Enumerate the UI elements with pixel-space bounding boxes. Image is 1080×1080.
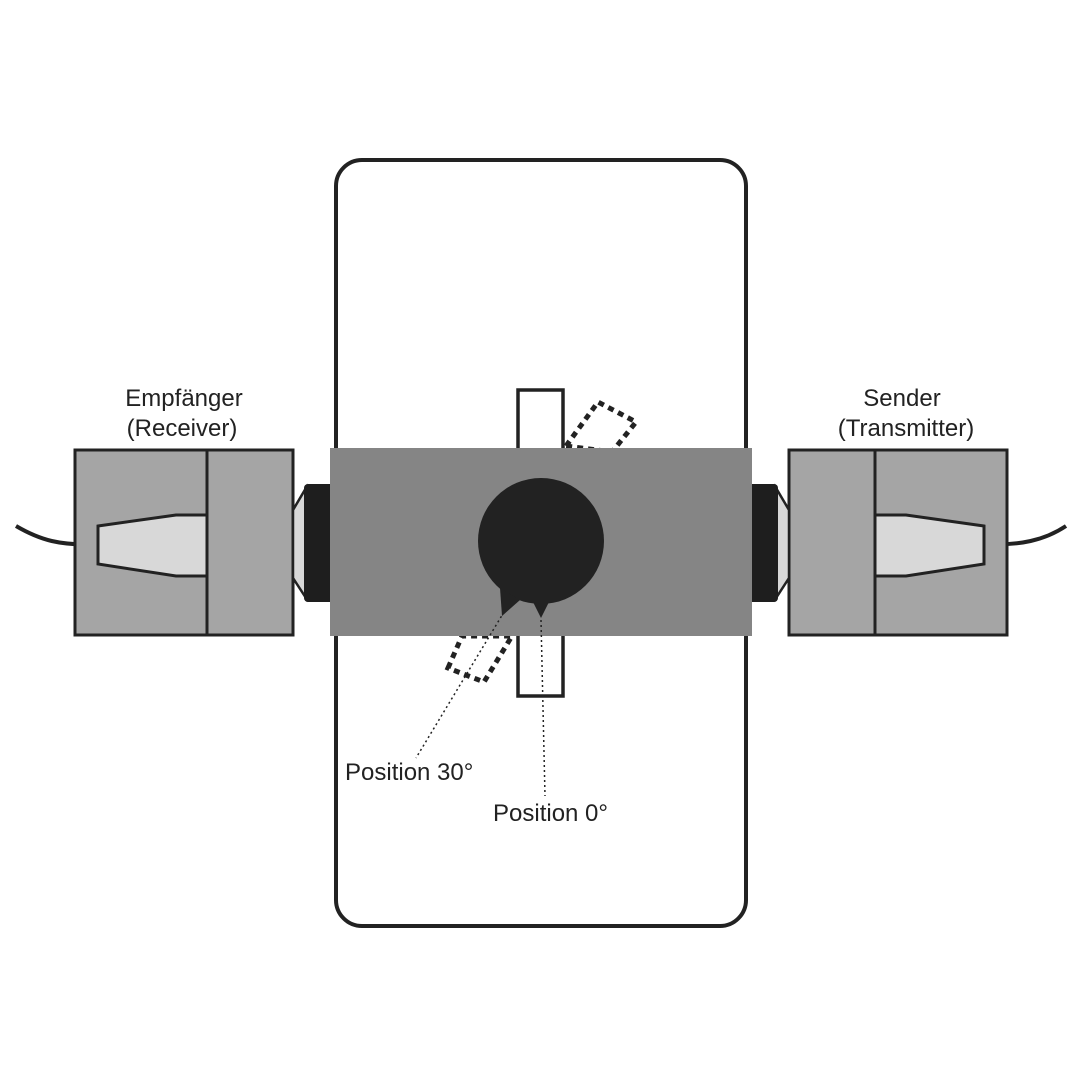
- receiver-lens: [96, 513, 209, 578]
- receiver-connector: [304, 484, 334, 602]
- transmitter-label-line1: Sender: [863, 385, 940, 412]
- slot-30-top: [561, 398, 640, 455]
- slot-30-bottom: [444, 633, 517, 686]
- transmitter-label-line2: (Transmitter): [838, 415, 974, 442]
- transmitter-lens: [873, 513, 986, 578]
- position-30-label: Position 30°: [345, 759, 473, 786]
- leader-position-0: [540, 619, 546, 797]
- receiver-module: [14, 448, 334, 637]
- pointer-30: [500, 588, 520, 616]
- slot-0-top: [516, 388, 565, 454]
- position-0-label: Position 0°: [493, 800, 608, 827]
- receiver-label-line2: (Receiver): [127, 415, 238, 442]
- leader-position-30: [415, 611, 505, 759]
- transmitter-module: [748, 448, 1068, 637]
- rotary-knob: [478, 478, 604, 618]
- transmitter-connector: [748, 484, 778, 602]
- slot-0-bottom: [516, 632, 565, 698]
- receiver-label-line1: Empfänger: [125, 385, 242, 412]
- pointer-0: [531, 598, 551, 618]
